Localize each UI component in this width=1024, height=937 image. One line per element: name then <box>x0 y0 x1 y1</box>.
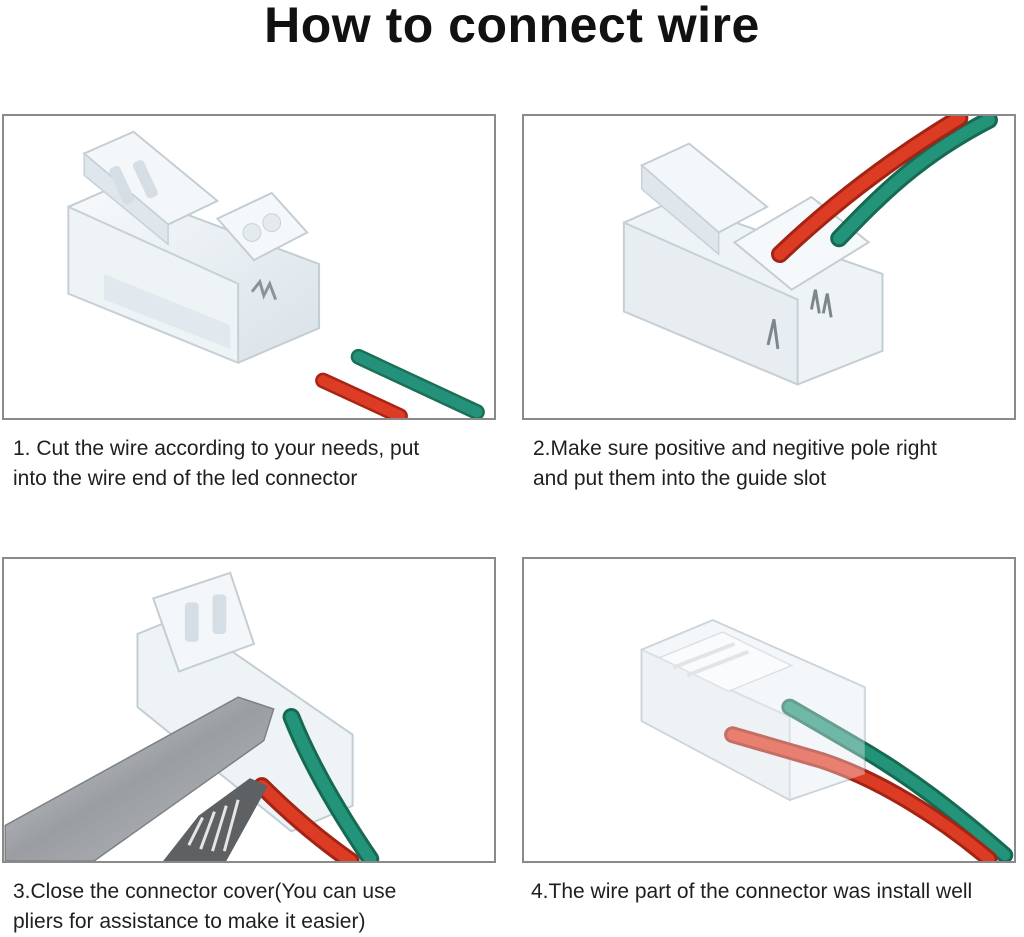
step-2-caption-line2: and put them into the guide slot <box>533 467 827 490</box>
step-3-image <box>2 557 496 863</box>
connector-open-illustration <box>67 130 485 418</box>
metal-pins <box>250 278 278 301</box>
step-4-caption-line1: 4.The wire part of the connector was ins… <box>531 880 973 903</box>
step-2-caption-line1: 2.Make sure positive and negitive pole r… <box>533 437 937 460</box>
step-1-caption: 1. Cut the wire according to your needs,… <box>13 434 493 494</box>
step-1-caption-line1: 1. Cut the wire according to your needs,… <box>13 437 420 460</box>
step-3-caption: 3.Close the connector cover(You can use … <box>13 877 493 937</box>
wires <box>252 708 380 861</box>
step-2-caption: 2.Make sure positive and negitive pole r… <box>533 434 1013 494</box>
step-1-caption-line2: into the wire end of the led connector <box>13 467 358 490</box>
pliers <box>4 696 275 861</box>
connector-lid <box>152 571 256 673</box>
connector-body <box>67 185 321 365</box>
connector-lid <box>82 130 220 246</box>
wires <box>724 698 1014 861</box>
step-1-image <box>2 114 496 420</box>
connector-wire-insert-illustration <box>622 116 998 386</box>
wires <box>770 116 998 264</box>
connector-body <box>622 199 884 386</box>
step-4-caption: 4.The wire part of the connector was ins… <box>531 877 1024 907</box>
step-2-image <box>522 114 1016 420</box>
wires <box>315 348 485 418</box>
connector-lid <box>639 142 769 256</box>
pliers-closing-illustration <box>4 571 380 861</box>
step-4-image <box>522 557 1016 863</box>
connector-installed-illustration <box>640 619 1014 861</box>
wire-guide <box>215 191 309 262</box>
page-title: How to connect wire <box>264 0 760 53</box>
metal-pins <box>766 289 833 350</box>
step-3-caption-line1: 3.Close the connector cover(You can use <box>13 880 397 903</box>
step-3-caption-line2: pliers for assistance to make it easier) <box>13 910 366 933</box>
